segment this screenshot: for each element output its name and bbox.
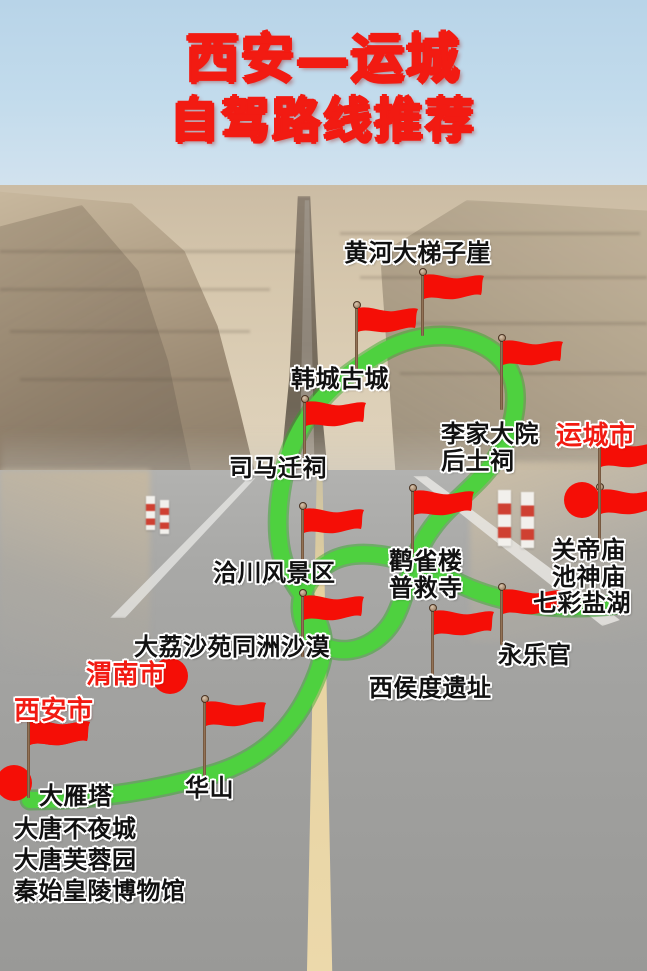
spot-flag-10 [428, 604, 495, 682]
spot-flag-1 [352, 301, 419, 383]
spot-flag-3 [300, 395, 367, 469]
spot-label-13: 大唐不夜城 [14, 815, 137, 843]
flag-cloth [206, 701, 266, 727]
poster-title: 西安—运城 自驾路线推荐 [0, 32, 647, 146]
flag-pole [355, 305, 358, 383]
flag-pole [598, 487, 601, 545]
rock-strata [0, 288, 270, 291]
spot-label-15: 秦始皇陵博物馆 [14, 877, 186, 905]
flag-pole [500, 587, 503, 645]
flag-cloth [306, 401, 366, 427]
title-line-1: 西安—运城 [186, 29, 461, 90]
flag-cloth [434, 610, 494, 636]
flag-knob [352, 301, 361, 309]
spot-label-14: 大唐芙蓉园 [14, 846, 137, 874]
flag-knob [428, 604, 437, 612]
flag-knob [418, 268, 427, 276]
city-dot-2 [564, 482, 600, 518]
flag-knob [298, 589, 307, 597]
rock-strata [20, 378, 230, 381]
city-flag-xian [24, 714, 91, 798]
flag-knob [595, 436, 604, 444]
flag-pole [301, 593, 304, 657]
spot-label-5: 洽川风景区 [213, 559, 336, 587]
spot-flag-0 [418, 268, 485, 336]
flag-pole [411, 488, 414, 554]
flag-cloth [601, 442, 647, 468]
flag-pole [301, 506, 304, 568]
flag-cloth [304, 595, 364, 621]
spot-label-7: 七彩盐湖 [533, 589, 631, 617]
title-line-2: 自驾路线推荐 [170, 92, 477, 149]
roadside-post [146, 496, 155, 530]
rock-strata [380, 322, 647, 325]
flag-knob [298, 502, 307, 510]
spot-flag-2 [497, 334, 564, 410]
road-shoulder-left [0, 470, 150, 670]
flag-pole [203, 699, 206, 781]
flag-knob [24, 714, 33, 722]
flag-knob [300, 395, 309, 403]
rock-strata [340, 232, 640, 235]
spot-label-3: 司马迁祠 [229, 454, 327, 482]
roadside-post [521, 492, 534, 548]
rock-strata [0, 250, 300, 253]
spot-flag-7 [497, 583, 564, 645]
flag-cloth [414, 490, 474, 516]
spot-label-6: 关帝庙 池神庙 [552, 536, 626, 591]
spot-label-8: 大荔沙苑同洲沙漠 [134, 633, 330, 661]
flag-cloth [304, 508, 364, 534]
flag-pole [421, 272, 424, 336]
flag-knob [408, 484, 417, 492]
city-dot-1 [152, 658, 188, 694]
spot-flag-5 [298, 502, 365, 568]
flag-knob [200, 695, 209, 703]
spot-label-4: 鹳雀楼 普救寺 [389, 547, 463, 602]
city-label-0: 西安市 [14, 696, 94, 726]
spot-label-9: 永乐官 [498, 641, 572, 669]
flag-knob [497, 334, 506, 342]
flag-cloth [503, 340, 563, 366]
spot-label-0: 黄河大梯子崖 [344, 239, 491, 267]
flag-cloth [358, 307, 418, 333]
spot-label-2: 李家大院 后土祠 [441, 420, 539, 475]
spot-label-10: 西侯度遗址 [369, 674, 492, 702]
flag-pole [27, 718, 30, 798]
flag-pole [598, 440, 601, 515]
spot-label-12: 大雁塔 [39, 782, 113, 810]
roadside-post [498, 490, 511, 546]
city-dot-0 [0, 765, 32, 801]
flag-pole [303, 399, 306, 469]
rock-strata [10, 330, 250, 333]
flag-cloth [424, 274, 484, 300]
rock-strata [400, 372, 647, 375]
city-flag-yuncheng [595, 436, 647, 515]
flag-cloth [503, 589, 563, 615]
city-label-2: 运城市 [556, 421, 636, 451]
spot-label-1: 韩城古城 [291, 365, 389, 393]
sky [0, 0, 647, 215]
spot-flag-11 [200, 695, 267, 781]
flag-pole [431, 608, 434, 682]
rock-strata [360, 276, 647, 279]
flag-cloth [601, 489, 647, 515]
flag-pole [500, 338, 503, 410]
roadside-post [160, 500, 169, 534]
spot-label-11: 华山 [185, 774, 234, 802]
city-label-1: 渭南市 [86, 660, 166, 690]
flag-cloth [30, 720, 90, 746]
spot-flag-8 [298, 589, 365, 657]
flag-knob [497, 583, 506, 591]
spot-flag-4 [408, 484, 475, 554]
